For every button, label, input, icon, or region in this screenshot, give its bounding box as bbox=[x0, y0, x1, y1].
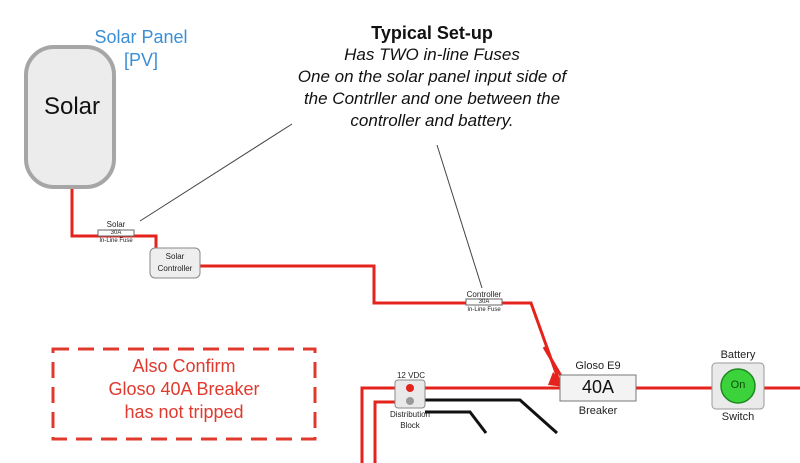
controller-fuse-name: Controller bbox=[466, 290, 502, 299]
solar-fuse-body bbox=[97, 229, 135, 237]
distribution-block-line2: Block bbox=[400, 421, 420, 430]
distribution-block-line1: Distribution bbox=[389, 410, 430, 419]
breaker-brand: Gloso E9 bbox=[575, 360, 621, 372]
caption-line: Has TWO in-line Fuses bbox=[344, 45, 520, 64]
warning-line: has not tripped bbox=[124, 402, 244, 422]
solar-panel-label: Solar bbox=[43, 93, 101, 120]
caption-heading: Typical Set-up bbox=[371, 23, 493, 43]
solar-controller-box bbox=[149, 247, 201, 279]
pointer-line-controller-fuse bbox=[436, 144, 483, 289]
solar-controller-line1: Solar bbox=[165, 252, 185, 261]
caption-line: One on the solar panel input side of bbox=[297, 67, 567, 86]
battery-switch-bottom-label: Switch bbox=[721, 411, 755, 423]
caption-line: the Contrller and one between the bbox=[303, 89, 561, 108]
switch-on-indicator bbox=[720, 368, 756, 404]
caption-line: controller and battery. bbox=[350, 111, 514, 130]
solar-controller-line2: Controller bbox=[157, 264, 193, 273]
warning-box bbox=[51, 347, 317, 441]
warning-line: Also Confirm bbox=[132, 356, 236, 376]
solar-fuse-rating: 30A bbox=[110, 230, 122, 236]
battery-switch-state: On bbox=[730, 379, 746, 391]
breaker-box bbox=[559, 374, 637, 402]
warning-line: Gloso 40A Breaker bbox=[108, 379, 260, 399]
controller-fuse-rating: 30A bbox=[478, 299, 490, 305]
battery-switch-top-label: Battery bbox=[720, 349, 756, 361]
setup-caption: Typical Set-up Has TWO in-line Fuses One… bbox=[252, 22, 612, 132]
controller-fuse-body bbox=[465, 298, 503, 306]
ground-wiring bbox=[425, 398, 558, 435]
terminal-positive bbox=[406, 384, 414, 392]
solar-fuse-name: Solar bbox=[106, 220, 126, 229]
terminal-negative bbox=[406, 397, 414, 405]
solar-panel-caption: Solar Panel bbox=[94, 27, 188, 47]
solar-fuse-type: In-Line Fuse bbox=[99, 238, 133, 244]
solar-panel-caption-pv: [PV] bbox=[123, 50, 158, 70]
breaker-rating: 40A bbox=[581, 377, 615, 397]
controller-fuse-type: In-Line Fuse bbox=[467, 307, 501, 313]
distribution-voltage: 12 VDC bbox=[396, 371, 425, 380]
breaker-caption: Breaker bbox=[578, 405, 618, 417]
distribution-block-body bbox=[394, 379, 426, 409]
solar-panel-box bbox=[24, 45, 116, 189]
pointer-line-solar-fuse bbox=[139, 123, 293, 222]
